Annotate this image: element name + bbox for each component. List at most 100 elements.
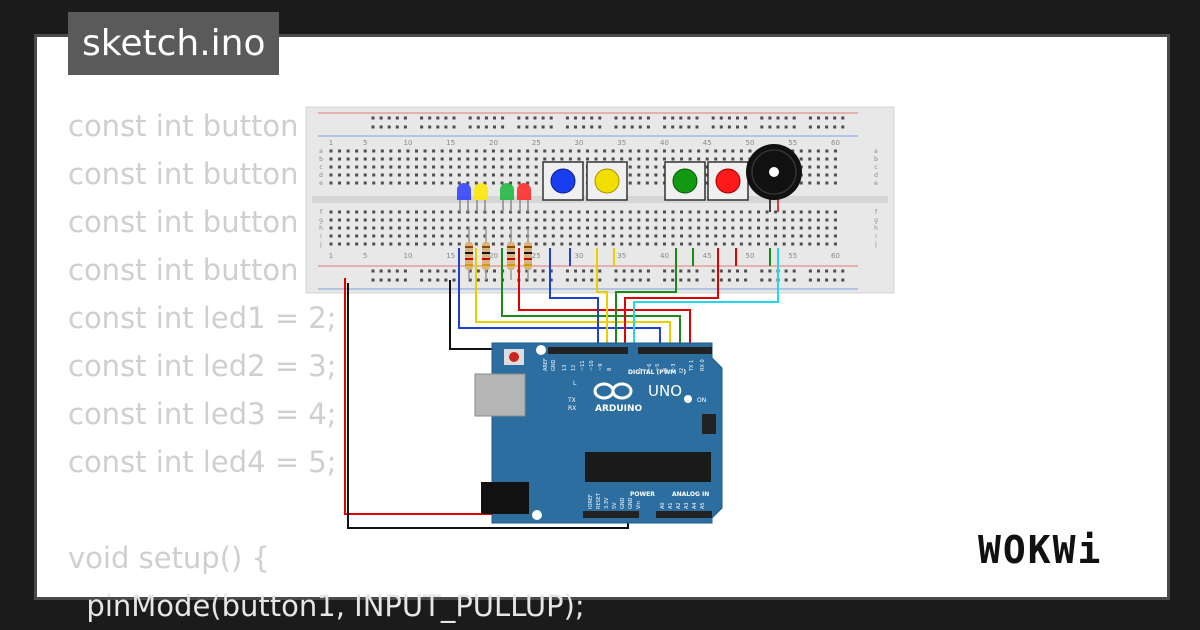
analog-pin-label: A4 bbox=[692, 502, 698, 509]
led-blue[interactable] bbox=[457, 183, 471, 212]
push-button-yellow[interactable] bbox=[586, 161, 628, 201]
breadboard-hole bbox=[590, 125, 594, 129]
breadboard-hole bbox=[760, 125, 764, 129]
breadboard-hole bbox=[338, 173, 342, 177]
breadboard-hole bbox=[436, 278, 440, 282]
breadboard-hole bbox=[543, 234, 547, 238]
breadboard-hole bbox=[739, 157, 743, 161]
breadboard-hole bbox=[577, 242, 581, 246]
breadboard-hole bbox=[389, 226, 393, 230]
breadboard-hole bbox=[491, 242, 495, 246]
led-yellow[interactable] bbox=[474, 183, 488, 212]
column-number: 5 bbox=[363, 139, 367, 147]
push-buttons[interactable] bbox=[542, 161, 749, 201]
breadboard-hole bbox=[671, 269, 675, 273]
arduino-uno[interactable]: UNO ARDUINO DIGITAL (PWM ~) POWER ANALOG… bbox=[474, 342, 723, 524]
column-number: 30 bbox=[574, 139, 583, 147]
reset-button-cap[interactable] bbox=[509, 352, 519, 362]
breadboard-hole bbox=[774, 234, 778, 238]
breadboard-hole bbox=[466, 218, 470, 222]
breadboard-hole bbox=[628, 173, 632, 177]
file-tab[interactable]: sketch.ino bbox=[68, 12, 280, 75]
wire-blue-button[interactable] bbox=[549, 248, 599, 350]
breadboard-hole bbox=[363, 234, 367, 238]
breadboard-hole bbox=[329, 157, 333, 161]
breadboard-hole bbox=[526, 181, 530, 185]
breadboard-hole bbox=[654, 173, 658, 177]
breadboard-hole bbox=[808, 269, 812, 273]
breadboard-hole bbox=[825, 218, 829, 222]
wire-cyan-buzzer[interactable] bbox=[633, 248, 779, 350]
breadboard-hole bbox=[415, 173, 418, 177]
wires[interactable] bbox=[344, 248, 779, 529]
breadboard-hole bbox=[355, 165, 359, 169]
breadboard-hole bbox=[432, 234, 436, 238]
wire-yellow-led[interactable] bbox=[475, 248, 671, 350]
breadboard-hole bbox=[825, 181, 829, 185]
breadboard-hole bbox=[645, 181, 649, 185]
breadboard-hole bbox=[363, 149, 367, 153]
leds[interactable] bbox=[457, 183, 531, 212]
wire-blue-led[interactable] bbox=[458, 248, 661, 350]
breadboard-hole bbox=[603, 218, 607, 222]
breadboard-hole bbox=[565, 278, 569, 282]
row-letter: a bbox=[874, 148, 878, 155]
breadboard-hole bbox=[688, 234, 692, 238]
breadboard-hole bbox=[833, 116, 837, 120]
breadboard-hole bbox=[379, 125, 383, 129]
wire-green-button[interactable] bbox=[615, 248, 677, 350]
breadboard-hole bbox=[372, 226, 376, 230]
breadboard-hole bbox=[533, 116, 537, 120]
push-button-blue[interactable] bbox=[542, 161, 584, 201]
breadboard-hole bbox=[355, 234, 359, 238]
breadboard-hole bbox=[586, 210, 589, 214]
breadboard-hole bbox=[534, 181, 538, 185]
breadboard-hole bbox=[671, 116, 675, 120]
breadboard-hole bbox=[406, 173, 410, 177]
breadboard-hole bbox=[705, 181, 709, 185]
breadboard-hole bbox=[565, 125, 569, 129]
wire-green-led[interactable] bbox=[501, 248, 681, 350]
breadboard-hole bbox=[406, 226, 410, 230]
wire-red-led[interactable] bbox=[518, 248, 691, 350]
breadboard-hole bbox=[680, 210, 684, 214]
wire-red-button[interactable] bbox=[624, 248, 719, 350]
breadboard-hole bbox=[395, 116, 399, 120]
breadboard-hole bbox=[638, 278, 642, 282]
breadboard-hole bbox=[406, 181, 410, 185]
breadboard-hole bbox=[379, 278, 383, 282]
breadboard-hole bbox=[338, 234, 342, 238]
resistors[interactable] bbox=[465, 228, 532, 280]
breadboard-hole bbox=[695, 125, 699, 129]
breadboard-hole bbox=[380, 157, 384, 161]
breadboard-hole bbox=[466, 181, 470, 185]
breadboard-hole bbox=[406, 165, 410, 169]
breadboard-hole bbox=[493, 278, 496, 282]
breadboard-hole bbox=[432, 181, 436, 185]
breadboard-hole bbox=[628, 242, 632, 246]
breadboard-hole bbox=[808, 234, 812, 238]
push-button-green[interactable] bbox=[664, 161, 706, 201]
led-red[interactable] bbox=[517, 183, 531, 212]
resistor[interactable] bbox=[507, 228, 515, 280]
resistor[interactable] bbox=[465, 228, 473, 280]
on-led-label: ON bbox=[697, 397, 706, 404]
breadboard-hole bbox=[760, 278, 764, 282]
breadboard-hole bbox=[760, 269, 764, 273]
resistor[interactable] bbox=[482, 228, 490, 280]
digital-pin-label: 2 bbox=[679, 368, 685, 371]
breadboard-hole bbox=[415, 210, 418, 214]
led-green[interactable] bbox=[500, 183, 514, 212]
breadboard-hole bbox=[654, 234, 658, 238]
breadboard-hole bbox=[598, 269, 602, 273]
breadboard-hole bbox=[491, 157, 495, 161]
buzzer[interactable] bbox=[746, 144, 802, 212]
breadboard-hole bbox=[525, 269, 529, 273]
wire-yellow-button[interactable] bbox=[596, 248, 608, 350]
resistor[interactable] bbox=[524, 228, 532, 280]
breadboard-hole bbox=[628, 157, 632, 161]
breadboard-hole bbox=[509, 173, 513, 177]
push-button-red[interactable] bbox=[707, 161, 749, 201]
breadboard-hole bbox=[440, 181, 444, 185]
breadboard-hole bbox=[468, 278, 472, 282]
